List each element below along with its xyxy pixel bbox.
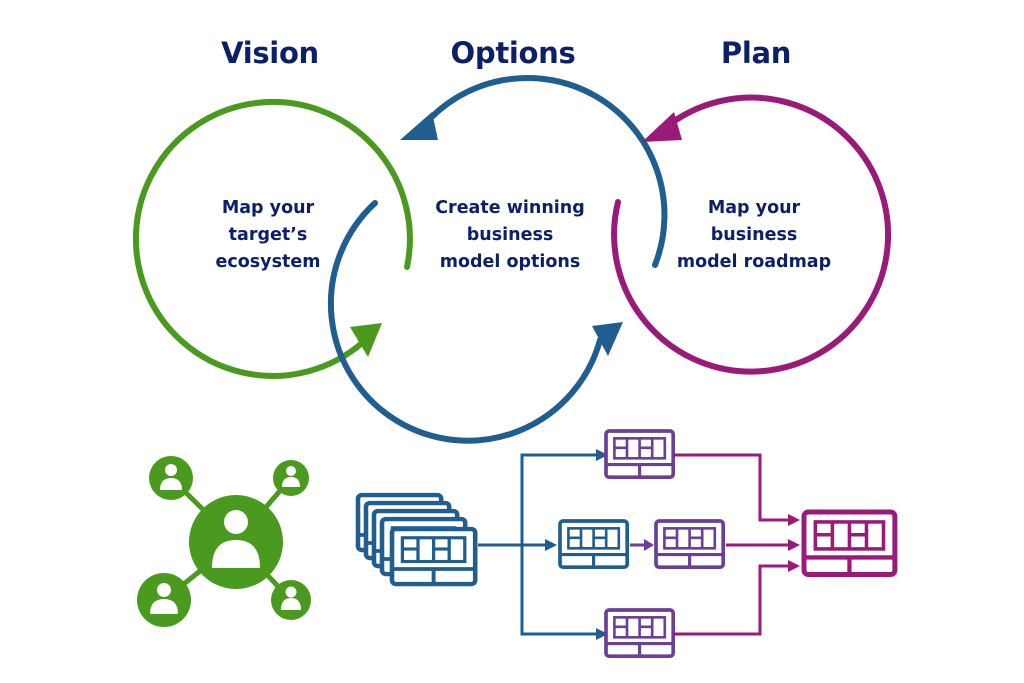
roadmap-arrowheads — [788, 514, 800, 572]
vision-cycle-arrow — [132, 98, 413, 379]
plan-line-3: model roadmap — [676, 252, 832, 272]
options-description: Create winning business model options — [410, 195, 610, 276]
options-line-1: Create winning — [435, 198, 585, 218]
vision-line-1: Map your — [221, 198, 315, 218]
options-line-2: business — [466, 225, 554, 245]
vision-heading: Vision — [221, 36, 319, 70]
plan-heading: Plan — [720, 36, 792, 70]
plan-description: Map your business model roadmap — [654, 195, 854, 276]
business-model-stack-icon — [358, 495, 475, 584]
options-connectors — [478, 453, 600, 636]
vision-line-3: ecosystem — [215, 252, 321, 272]
options-arrowheads — [545, 449, 608, 640]
plan-cycle-arrow — [611, 94, 892, 375]
vision-line-2: target’s — [228, 225, 308, 245]
option-link-arrow — [630, 539, 654, 551]
roadmap-connectors — [674, 453, 790, 636]
vision-description: Map your target’s ecosystem — [168, 195, 368, 276]
options-cycle-arrow — [327, 75, 668, 444]
options-line-3: model options — [439, 252, 581, 272]
roadmap-result-icon — [804, 512, 895, 574]
ecosystem-network-icon — [137, 456, 311, 627]
business-model-option-icon — [558, 519, 630, 570]
plan-line-2: business — [710, 225, 798, 245]
options-heading: Options — [450, 36, 576, 70]
plan-line-1: Map your — [707, 198, 801, 218]
